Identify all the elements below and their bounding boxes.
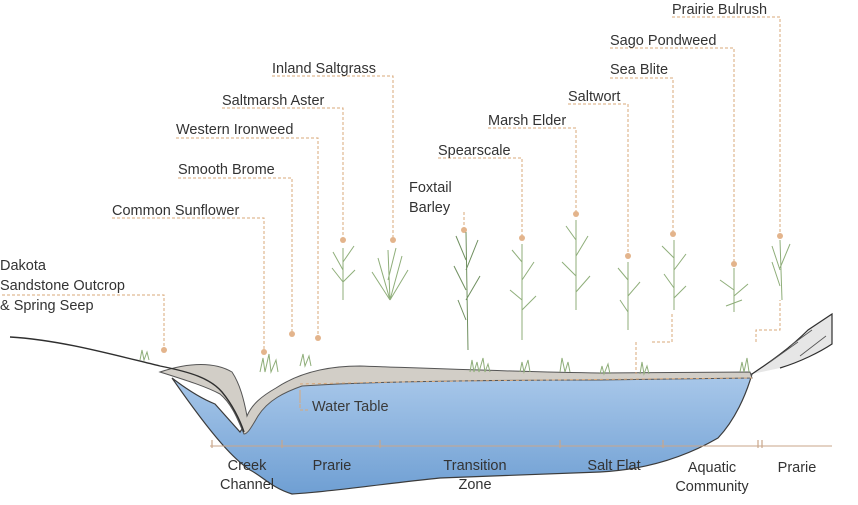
- label-spearscale: Spearscale: [438, 141, 511, 161]
- zone-creek-channel: Creek Channel: [212, 457, 282, 495]
- right-bank: [752, 314, 832, 374]
- label-saltmarsh-aster: Saltmarsh Aster: [222, 91, 324, 111]
- label-water-table: Water Table: [312, 399, 389, 415]
- label-western-ironweed: Western Ironweed: [176, 120, 293, 140]
- plant-prairie-bulrush: [772, 240, 790, 300]
- plant-foxtail-barley: [454, 232, 480, 350]
- plant-sea-blite: [662, 240, 686, 310]
- plant-inland-saltgrass: [372, 248, 408, 300]
- leader-aquatic-2: [652, 312, 672, 342]
- plant-saltwort: [618, 262, 640, 330]
- leader-common-sunflower: [112, 218, 264, 350]
- plant-spearscale: [510, 244, 536, 340]
- label-common-sunflower: Common Sunflower: [112, 201, 239, 221]
- zone-transition: Transition Zone: [420, 457, 530, 495]
- plant-sago-pondweed: [720, 268, 748, 312]
- plant-marsh-elder: [562, 220, 590, 310]
- label-marsh-elder: Marsh Elder: [488, 111, 566, 131]
- marker-dots: [161, 211, 783, 355]
- plant-sketches: [332, 220, 790, 350]
- zone-prarie-left: Prarie: [292, 457, 372, 476]
- label-sago-pondweed: Sago Pondweed: [610, 31, 716, 51]
- label-inland-saltgrass: Inland Saltgrass: [272, 59, 376, 79]
- label-prairie-bulrush: Prairie Bulrush: [672, 0, 767, 20]
- plant-saltmarsh-aster: [332, 246, 355, 300]
- leader-bulrush-base: [756, 300, 780, 342]
- zone-salt-flat: Salt Flat: [574, 457, 654, 476]
- label-dakota-sandstone-outcrop: Dakota Sandstone Outcrop & Spring Seep: [0, 256, 125, 316]
- label-sea-blite: Sea Blite: [610, 60, 668, 80]
- zone-aquatic-community: Aquatic Community: [662, 459, 762, 497]
- label-foxtail-barley: Foxtail Barley: [409, 178, 452, 218]
- label-saltwort: Saltwort: [568, 87, 620, 107]
- label-smooth-brome: Smooth Brome: [178, 160, 275, 180]
- zone-prarie-right: Prarie: [765, 459, 829, 478]
- leader-saltwort: [568, 104, 628, 256]
